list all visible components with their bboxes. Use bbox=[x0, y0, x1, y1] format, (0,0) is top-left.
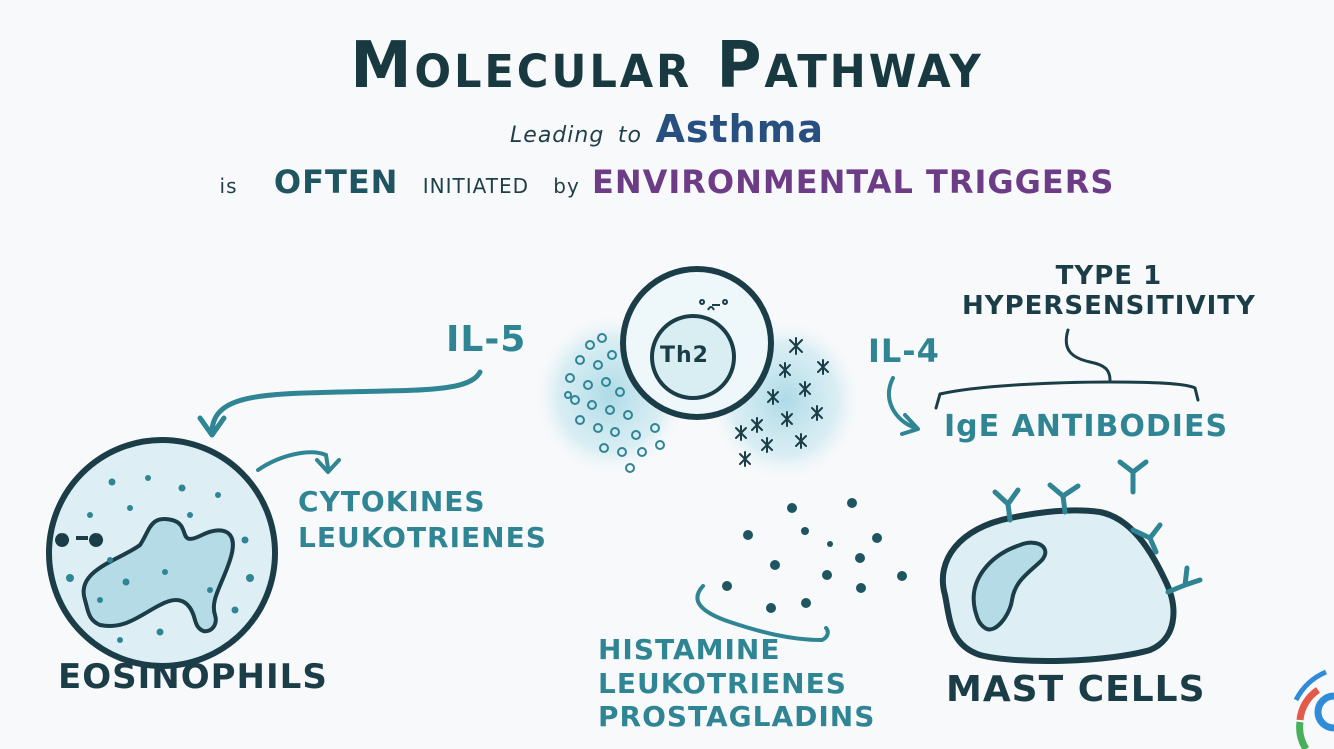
mediators-bracket bbox=[695, 584, 830, 643]
mast-cell-mediators-label: HISTAMINE LEUKOTRIENES PROSTAGLADINS bbox=[598, 633, 875, 734]
mast-cells-label: MAST CELLS bbox=[946, 669, 1206, 710]
mast-cell bbox=[939, 459, 1203, 665]
cytokines-label: CYTOKINES bbox=[298, 485, 486, 518]
il4-label: IL-4 bbox=[868, 332, 940, 370]
type1-hypersensitivity-label: TYPE 1 HYPERSENSITIVITY bbox=[962, 261, 1256, 322]
type1-connector bbox=[1064, 328, 1112, 382]
subtitle-asthma: Asthma bbox=[655, 107, 824, 151]
eosinophil-products-label: CYTOKINES LEUKOTRIENES bbox=[298, 484, 547, 557]
leukotrienes-eos-label: LEUKOTRIENES bbox=[298, 521, 547, 555]
th2-label: Th2 bbox=[660, 343, 709, 368]
subtitle-initiated: INITIATED bbox=[422, 174, 529, 198]
subtitle-by: by bbox=[553, 174, 580, 198]
ige-bracket bbox=[934, 380, 1200, 410]
subtitle-line-1: Leading to Asthma bbox=[0, 110, 1334, 149]
subtitle-triggers: ENVIRONMENTAL TRIGGERS bbox=[591, 163, 1115, 201]
ige-antibodies-label: IgE ANTIBODIES bbox=[944, 409, 1229, 444]
il4-particles bbox=[735, 337, 829, 467]
type1-line-2: HYPERSENSITIVITY bbox=[962, 290, 1256, 321]
il5-particles bbox=[564, 333, 665, 473]
subtitle-often: OFTEN bbox=[273, 163, 399, 201]
type1-line-1: TYPE 1 bbox=[1055, 261, 1163, 291]
leukotrienes-mast-label: LEUKOTRIENES bbox=[598, 666, 847, 700]
page-title: Molecular Pathway bbox=[350, 29, 984, 103]
il4-arrow bbox=[887, 376, 917, 430]
cytokines-arrow bbox=[256, 450, 330, 472]
histamine-label: HISTAMINE bbox=[598, 633, 781, 666]
il5-label: IL-5 bbox=[446, 319, 527, 360]
corner-logo-icon bbox=[1293, 669, 1334, 749]
prostagladins-label: PROSTAGLADINS bbox=[598, 700, 876, 734]
eosinophil-cell bbox=[46, 437, 278, 669]
subtitle-is: is bbox=[219, 174, 238, 198]
th2-face bbox=[699, 299, 729, 311]
mediator-dots bbox=[722, 498, 907, 613]
il5-arrow bbox=[209, 369, 483, 433]
eosinophils-label: EOSINOPHILS bbox=[58, 657, 328, 697]
th2-cell bbox=[620, 266, 774, 420]
subtitle-leading: Leading bbox=[510, 123, 605, 148]
eosinophil-face bbox=[55, 533, 104, 547]
subtitle-line-2: is OFTEN INITIATED by ENVIRONMENTAL TRIG… bbox=[0, 166, 1334, 198]
subtitle-to: to bbox=[617, 123, 642, 148]
